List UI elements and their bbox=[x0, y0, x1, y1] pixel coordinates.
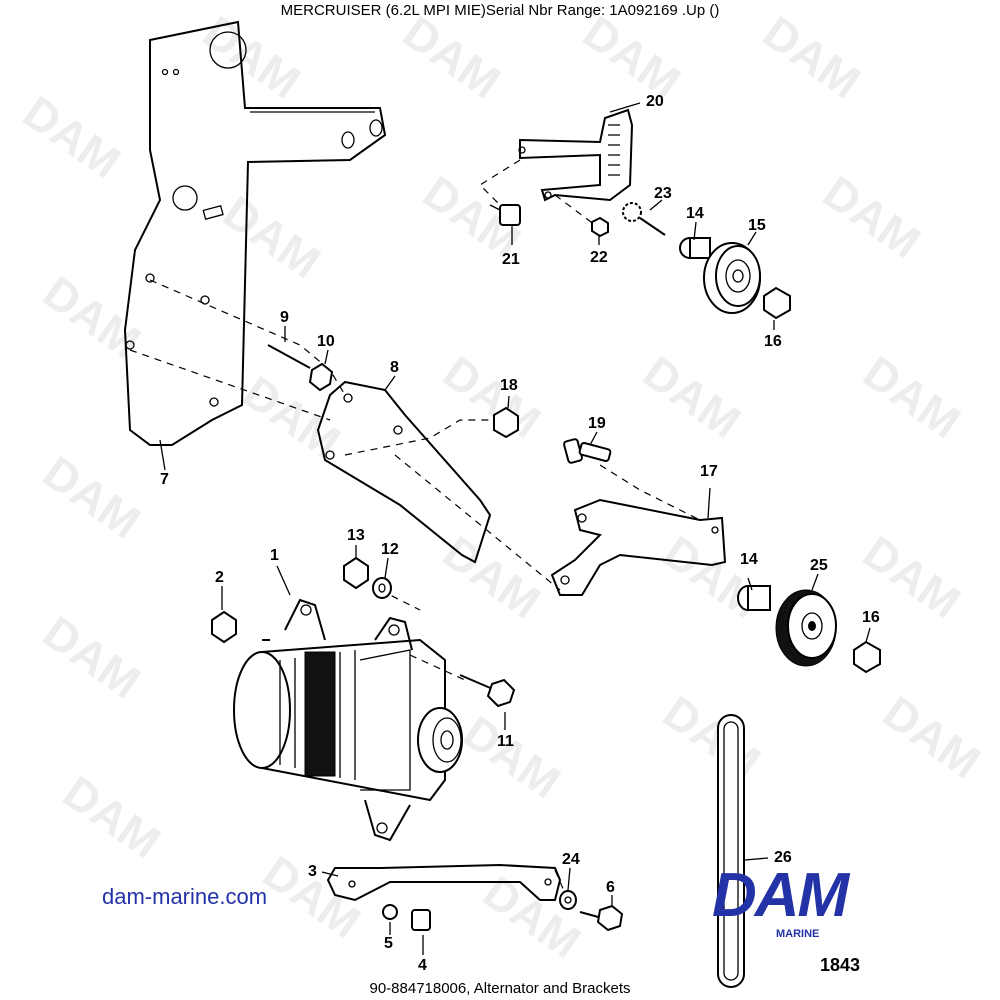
watermark: DAM bbox=[854, 346, 970, 449]
part-14-spacer-lower bbox=[737, 585, 771, 611]
callout-23: 23 bbox=[654, 185, 672, 202]
part-9-stud bbox=[267, 344, 311, 369]
part-26-drive-belt bbox=[717, 714, 745, 988]
callout-22: 22 bbox=[590, 249, 608, 266]
watermark: DAM bbox=[654, 686, 770, 789]
watermark: DAM bbox=[454, 706, 570, 809]
part-16-nut-upper bbox=[763, 286, 791, 320]
callout-25: 25 bbox=[810, 557, 828, 574]
watermark: DAM bbox=[394, 6, 510, 109]
watermark: DAM bbox=[34, 266, 150, 369]
part-18-nut bbox=[493, 406, 519, 439]
watermark: DAM bbox=[814, 166, 930, 269]
callout-5: 5 bbox=[384, 935, 393, 952]
part-10-nut bbox=[308, 362, 334, 392]
callout-26: 26 bbox=[774, 849, 792, 866]
callout-20: 20 bbox=[646, 93, 664, 110]
callout-7: 7 bbox=[160, 471, 169, 488]
watermark: DAM bbox=[874, 686, 990, 789]
callout-15: 15 bbox=[748, 217, 766, 234]
part-19-bolt bbox=[563, 438, 612, 464]
part-20-tensioner-bracket bbox=[518, 108, 634, 202]
callout-19: 19 bbox=[588, 415, 606, 432]
watermark: DAM bbox=[654, 526, 770, 629]
watermark: DAM bbox=[14, 86, 130, 189]
watermark: DAM bbox=[634, 346, 750, 449]
watermark: DAM bbox=[474, 866, 590, 969]
part-6-bolt bbox=[579, 904, 624, 932]
diagram-caption: 90-884718006, Alternator and Brackets bbox=[369, 980, 631, 997]
callout-16-lower: 16 bbox=[862, 609, 880, 626]
callout-9: 9 bbox=[280, 309, 289, 326]
callout-labels: 1 2 3 4 5 6 7 8 9 10 11 12 13 14 14 15 1… bbox=[160, 93, 880, 974]
watermark: DAM bbox=[434, 526, 550, 629]
diagram-code: 1843 bbox=[820, 955, 861, 975]
watermark: DAM bbox=[754, 6, 870, 109]
part-16-nut-lower bbox=[853, 640, 881, 674]
part-22-nut bbox=[591, 216, 609, 238]
part-5-washer bbox=[382, 904, 398, 920]
part-23-adjuster-gear bbox=[622, 202, 666, 236]
callout-17: 17 bbox=[700, 463, 718, 480]
callout-10: 10 bbox=[317, 333, 335, 350]
page-title: MERCRUISER (6.2L MPI MIE)Serial Nbr Rang… bbox=[280, 2, 720, 19]
part-12-washer bbox=[372, 577, 392, 599]
watermark: DAM bbox=[34, 446, 150, 549]
dam-logo: DAM bbox=[712, 861, 849, 930]
assembly-lines bbox=[129, 159, 701, 906]
part-17-bracket bbox=[550, 498, 727, 596]
callout-16-upper: 16 bbox=[764, 333, 782, 350]
website-link[interactable]: dam-marine.com bbox=[102, 884, 268, 909]
callout-21: 21 bbox=[502, 251, 520, 268]
part-14-spacer-upper bbox=[679, 237, 711, 259]
part-15-idler-pulley bbox=[703, 242, 761, 314]
callout-6: 6 bbox=[606, 879, 615, 896]
watermark: DAM bbox=[214, 186, 330, 289]
callout-14-lower: 14 bbox=[740, 551, 758, 568]
part-3-brace bbox=[326, 863, 562, 902]
callout-18: 18 bbox=[500, 377, 518, 394]
watermark: DAM bbox=[54, 766, 170, 869]
part-4-bolt bbox=[411, 909, 431, 931]
part-2-nut bbox=[211, 610, 237, 644]
callout-11: 11 bbox=[497, 733, 514, 750]
leader-lines bbox=[159, 102, 871, 955]
part-11-bolt bbox=[459, 674, 516, 708]
callout-3: 3 bbox=[308, 863, 317, 880]
watermark: DAM bbox=[434, 346, 550, 449]
callout-24: 24 bbox=[562, 851, 580, 868]
part-21-bolt bbox=[489, 204, 521, 226]
callout-14-upper: 14 bbox=[686, 205, 704, 222]
callout-8: 8 bbox=[390, 359, 399, 376]
part-1-alternator bbox=[233, 598, 463, 842]
part-13-nut bbox=[343, 556, 369, 590]
watermark: DAM bbox=[254, 846, 370, 949]
part-24-washer bbox=[559, 890, 577, 910]
watermark: DAM bbox=[34, 606, 150, 709]
part-7-mounting-plate bbox=[123, 20, 387, 446]
callout-1: 1 bbox=[270, 547, 279, 564]
part-8-bracket bbox=[316, 380, 492, 564]
part-25-smooth-idler-pulley bbox=[775, 589, 837, 667]
callout-13: 13 bbox=[347, 527, 365, 544]
watermark: DAM bbox=[574, 6, 690, 109]
callout-2: 2 bbox=[215, 569, 224, 586]
watermark: DAM bbox=[234, 366, 350, 469]
callout-4: 4 bbox=[418, 957, 427, 974]
callout-12: 12 bbox=[381, 541, 399, 558]
dam-logo-subtitle: MARINE bbox=[776, 928, 820, 940]
